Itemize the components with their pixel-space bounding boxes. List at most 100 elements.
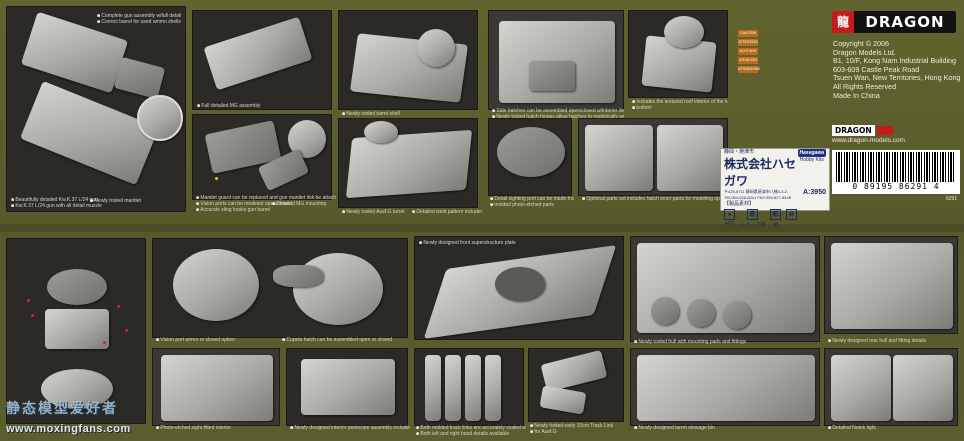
early-track-model (539, 385, 587, 415)
warning-label: ATTENZIONE (738, 66, 760, 73)
caption-p9: Detailed weld pattern included (412, 209, 482, 215)
recycle-glyph: ♻ (786, 209, 798, 220)
caption-p5b: Vision ports can be modeled open/closed (196, 201, 336, 207)
warning-label: CAUTION (738, 30, 758, 37)
panel-hull (630, 236, 820, 342)
panel-tracks (414, 348, 524, 426)
watermark-url: www.moxingfans.com (6, 423, 131, 435)
track-link-model (485, 355, 501, 421)
panel-sighting-port (488, 118, 572, 196)
panel-stowage-bin (630, 348, 820, 426)
hasegawa-address: 〒425-8711 静岡県焼津市八楠4-3-2 (724, 189, 788, 194)
company-line: Copyright © 2006 (833, 39, 890, 48)
wheel-model (651, 297, 679, 325)
notek-light-model (831, 355, 891, 421)
cupola-side-model (364, 121, 398, 143)
caption-p11: Includes the textured roof interior of t… (632, 99, 728, 105)
interior-model (161, 355, 273, 421)
panel-mg-assembly: Full detailed MG assembly (192, 10, 332, 110)
caption-p13: Optional parts set includes hatch inner … (582, 196, 728, 202)
panel-hatch-inner (578, 118, 728, 196)
caption-p1b: Correct barrel for used ammo shells (97, 19, 181, 25)
panel-periscope (286, 348, 408, 426)
caption-p10: Side hatches can be assembled open/close… (492, 108, 624, 114)
hatch-disc-model (173, 249, 259, 321)
material-ps-label: ●PS (724, 221, 735, 227)
hasegawa-logo: Hasegawa (797, 149, 826, 157)
company-line: Tsuen Wan, New Territories, Hong Kong (833, 73, 961, 83)
caption-p5c: Accurate sling hooks gun barrel (196, 207, 336, 213)
panel-hatch-disc (152, 238, 408, 338)
hasegawa-code: A:3950 (803, 189, 826, 196)
wheel-model (723, 301, 751, 329)
panel-interior (152, 348, 280, 426)
panel-turret-top (338, 10, 478, 110)
material-steel-label: ふた・下箱 (740, 222, 766, 228)
caption-p14: Vision port armor or closed option (156, 337, 276, 343)
recycle-icon: ♻ (786, 209, 798, 228)
dragon-emblem-icon: 龍 (832, 11, 854, 33)
panel-turret-roof (628, 10, 728, 98)
hasegawa-address-row: 〒425-8711 静岡県焼津市八楠4-3-2 TEL054-628-8241 … (721, 189, 829, 201)
company-line: B1, 10/F, Kong Nam Industrial Building (833, 56, 957, 66)
panel-cupola-exploded (6, 238, 146, 424)
hatch-open-model (529, 61, 575, 91)
panel-rear-hull (824, 236, 958, 334)
material-ps-glyph: ● (724, 209, 735, 220)
hatch-disc-open-model (293, 253, 383, 325)
company-line: Made In China (833, 90, 880, 100)
company-line: All Rights Reserved (833, 81, 897, 91)
caption-p19: Photo-etched sight fitted interior (156, 425, 280, 431)
company-line: 603-609 Castle Peak Road (833, 64, 920, 74)
panel-gun-assembly: Complete gun assembly w/full detail Corr… (6, 6, 186, 212)
divider-band (0, 224, 964, 232)
hasegawa-header: 静岡・焼津市 株式会社ハセガワ Hasegawa Hobby Kits (721, 149, 829, 189)
hasegawa-company: 株式会社ハセガワ (724, 157, 797, 188)
caption-p10b: Newly tooled hatch hinges allow hatches … (492, 114, 624, 120)
track-link-model (425, 355, 441, 421)
hasegawa-material-icons: ●●PS 鉄ふた・下箱 紙紙 ♻ (721, 207, 829, 230)
caption-p3: Beautifully detailed Kw.K.37 L/24 gun (11, 197, 181, 203)
caption-p22: Newly tooled early 10cm Track Link (530, 423, 626, 429)
gun-breech-block-model (113, 56, 166, 100)
sight-ring-model (497, 127, 565, 177)
cupola-ring-model (47, 269, 107, 305)
caption-p12: Detail sighting port can be made from (490, 196, 574, 202)
caption-p21b: Both left and right hand details availab… (416, 431, 526, 437)
barcode-bars (836, 152, 956, 182)
panel-notek-light (824, 348, 958, 426)
material-paper-icon: 紙紙 (770, 209, 782, 228)
material-paper-glyph: 紙 (770, 209, 782, 220)
barcode-digits: 0 89195 86291 4 (852, 182, 940, 191)
hasegawa-kanji: 静岡・焼津市 (724, 149, 755, 155)
red-marker (103, 341, 106, 344)
periscope-model (301, 359, 395, 415)
yellow-marker (215, 177, 218, 180)
hasegawa-logo-sub: Hobby Kits (799, 157, 824, 163)
caption-p18: Newly designed rear hull and fitting det… (828, 338, 958, 344)
track-link-model (465, 355, 481, 421)
panel-mantlet (192, 114, 332, 200)
caption-p6: Detailed MG mounting (272, 201, 332, 207)
panel-superstructure: Newly designed front superstructure plat… (414, 236, 624, 340)
dragon-small-emblem-icon (876, 126, 893, 135)
caption-p23: Newly designed turret stowage bin (634, 425, 820, 431)
caption-p17: Newly tooled hull with mounting pads and… (634, 339, 820, 345)
hasegawa-label: 静岡・焼津市 株式会社ハセガワ Hasegawa Hobby Kits 〒425… (720, 148, 830, 228)
caption-p20: Newly designed interior periscope assemb… (290, 425, 410, 431)
cupola-base-model (41, 369, 113, 409)
turret-ring-opening (495, 267, 545, 301)
rear-hull-model (831, 243, 953, 329)
barcode: 0 89195 86291 4 (832, 150, 960, 194)
panel-side-hatches (488, 10, 624, 110)
warning-label: ACHTUNG (738, 48, 758, 55)
warning-label: ATTENTION (738, 39, 758, 46)
mg-model (203, 16, 313, 91)
material-steel-glyph: 鉄 (747, 209, 758, 220)
hasegawa-phone: TEL054-628-8241 FAX.054-627-8448 (724, 195, 791, 200)
site-watermark: 静态模型爱好者 www.moxingfans.com (6, 398, 166, 435)
notek-light-model (893, 355, 953, 421)
caption-p5: Mantlet guard can be replaced and gun ma… (196, 195, 336, 201)
dragon-logo-text: DRAGON (865, 13, 945, 31)
